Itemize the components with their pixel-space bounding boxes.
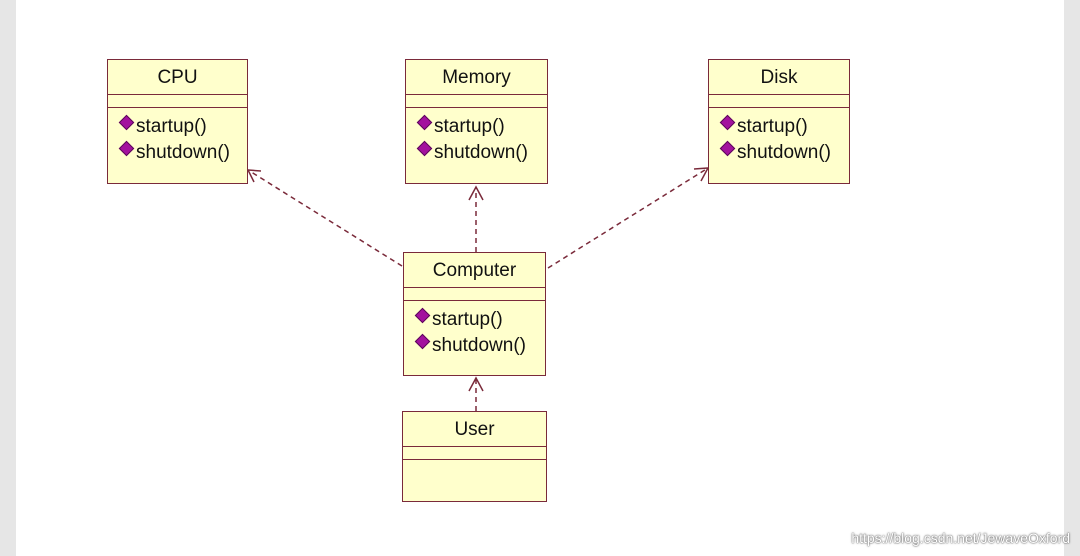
operation-label: shutdown() xyxy=(136,142,230,163)
operations-compartment xyxy=(403,460,546,466)
watermark-text: https://blog.csdn.net/JewaveOxford xyxy=(851,530,1070,546)
operations-compartment: startup() shutdown() xyxy=(709,108,849,166)
operation-label: shutdown() xyxy=(737,142,831,163)
class-user[interactable]: User xyxy=(402,411,547,502)
class-computer[interactable]: Computer startup() shutdown() xyxy=(403,252,546,376)
attributes-compartment xyxy=(108,95,247,108)
class-name: Memory xyxy=(406,60,547,95)
class-name: User xyxy=(403,412,546,447)
attributes-compartment xyxy=(403,447,546,460)
class-name: Disk xyxy=(709,60,849,95)
dependency-computer-to-cpu xyxy=(246,169,403,267)
class-memory[interactable]: Memory startup() shutdown() xyxy=(405,59,548,184)
operation-item: shutdown() xyxy=(414,333,545,359)
operation-item: startup() xyxy=(416,114,547,140)
dependency-user-to-computer xyxy=(468,376,484,411)
dependency-computer-to-memory xyxy=(468,185,484,252)
operation-item: shutdown() xyxy=(118,140,247,166)
operation-label: shutdown() xyxy=(434,142,528,163)
dependency-computer-to-disk xyxy=(547,167,710,269)
operation-item: shutdown() xyxy=(719,140,849,166)
operation-label: startup() xyxy=(136,116,207,137)
operations-compartment: startup() shutdown() xyxy=(108,108,247,166)
class-disk[interactable]: Disk startup() shutdown() xyxy=(708,59,850,184)
operation-label: startup() xyxy=(434,116,505,137)
class-cpu[interactable]: CPU startup() shutdown() xyxy=(107,59,248,184)
attributes-compartment xyxy=(404,288,545,301)
operation-item: startup() xyxy=(118,114,247,140)
attributes-compartment xyxy=(406,95,547,108)
operation-label: startup() xyxy=(737,116,808,137)
attributes-compartment xyxy=(709,95,849,108)
operation-item: shutdown() xyxy=(416,140,547,166)
operation-item: startup() xyxy=(414,307,545,333)
operations-compartment: startup() shutdown() xyxy=(404,301,545,359)
operations-compartment: startup() shutdown() xyxy=(406,108,547,166)
class-name: CPU xyxy=(108,60,247,95)
operation-label: shutdown() xyxy=(432,335,526,356)
operation-label: startup() xyxy=(432,309,503,330)
operation-item: startup() xyxy=(719,114,849,140)
class-name: Computer xyxy=(404,253,545,288)
